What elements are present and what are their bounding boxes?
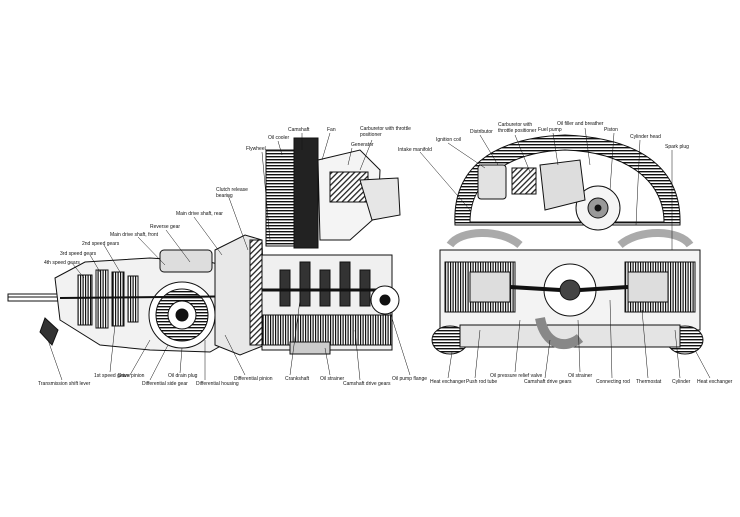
label-camshaft: Camshaft xyxy=(288,127,310,133)
label-oil-strainer-left: Oil strainer xyxy=(320,376,345,382)
label-cylinder: Cylinder xyxy=(672,379,691,385)
label-diff-pinion: Differential pinion xyxy=(234,376,273,382)
label-crankshaft: Crankshaft xyxy=(285,376,310,382)
label-thermostat: Thermostat xyxy=(636,379,662,385)
engine-side-cutaway xyxy=(261,137,401,355)
label-fan: Fan xyxy=(327,127,336,133)
label-oil-drain-plug: Oil drain plug xyxy=(168,373,198,379)
label-main-drive-front: Main drive shaft, front xyxy=(110,232,159,238)
label-heat-exchanger-left: Heat exchanger xyxy=(430,379,466,385)
label-intake-manifold: Intake manifold xyxy=(398,147,432,153)
engine-rear-cutaway xyxy=(431,134,704,355)
label-oil-cooler: Oil cooler xyxy=(268,135,290,141)
label-distributor: Distributor xyxy=(470,129,493,135)
label-diff-side-gear: Differential side gear xyxy=(142,381,188,387)
label-clutch-release: Clutch release bearing xyxy=(216,187,248,199)
label-spark-plug: Spark plug xyxy=(665,144,689,150)
label-camshaft-drive-gears-left: Camshaft drive gears xyxy=(343,381,391,387)
label-carburetor-throttle-right: Carburetor with throttle positioner xyxy=(498,122,537,134)
label-reverse-gear: Reverse gear xyxy=(150,224,181,230)
label-diff-housing: Differential housing xyxy=(196,381,239,387)
label-flywheel: Flywheel xyxy=(246,146,266,152)
label-push-rod-tube: Push rod tube xyxy=(466,379,498,385)
label-piston: Piston xyxy=(604,127,618,133)
label-3rd-speed: 3rd speed gears xyxy=(60,251,97,257)
label-oil-filler-breather: Oil filler and breather xyxy=(557,121,604,127)
label-shift-lever: Transmission shift lever xyxy=(38,381,91,387)
label-4th-speed: 4th speed gears xyxy=(44,260,80,266)
label-oil-pressure-relief: Oil pressure relief valve xyxy=(490,373,543,379)
label-2nd-speed: 2nd speed gears xyxy=(82,241,120,247)
label-generator: Generator xyxy=(351,142,374,148)
label-drive-pinion: Drive pinion xyxy=(118,373,145,379)
label-camshaft-drive-gears-right: Camshaft drive gears xyxy=(524,379,572,385)
label-cylinder-head: Cylinder head xyxy=(630,134,661,140)
label-ignition-coil: Ignition coil xyxy=(436,137,462,143)
transaxle-cutaway xyxy=(7,234,271,356)
label-carburetor-throttle: Carburetor with throttle positioner xyxy=(360,126,411,138)
label-heat-exchanger-right: Heat exchanger xyxy=(697,379,733,385)
label-fuel-pump: Fuel pump xyxy=(538,127,562,133)
label-oil-strainer-right: Oil strainer xyxy=(568,373,593,379)
leader-lines xyxy=(47,127,711,381)
label-oil-pump-flange: Oil pump flange xyxy=(392,376,428,382)
label-1st-speed: 1st speed gears xyxy=(94,373,130,379)
label-main-drive-rear: Main drive shaft, rear xyxy=(176,211,223,217)
label-connecting-rod: Connecting rod xyxy=(596,379,630,385)
